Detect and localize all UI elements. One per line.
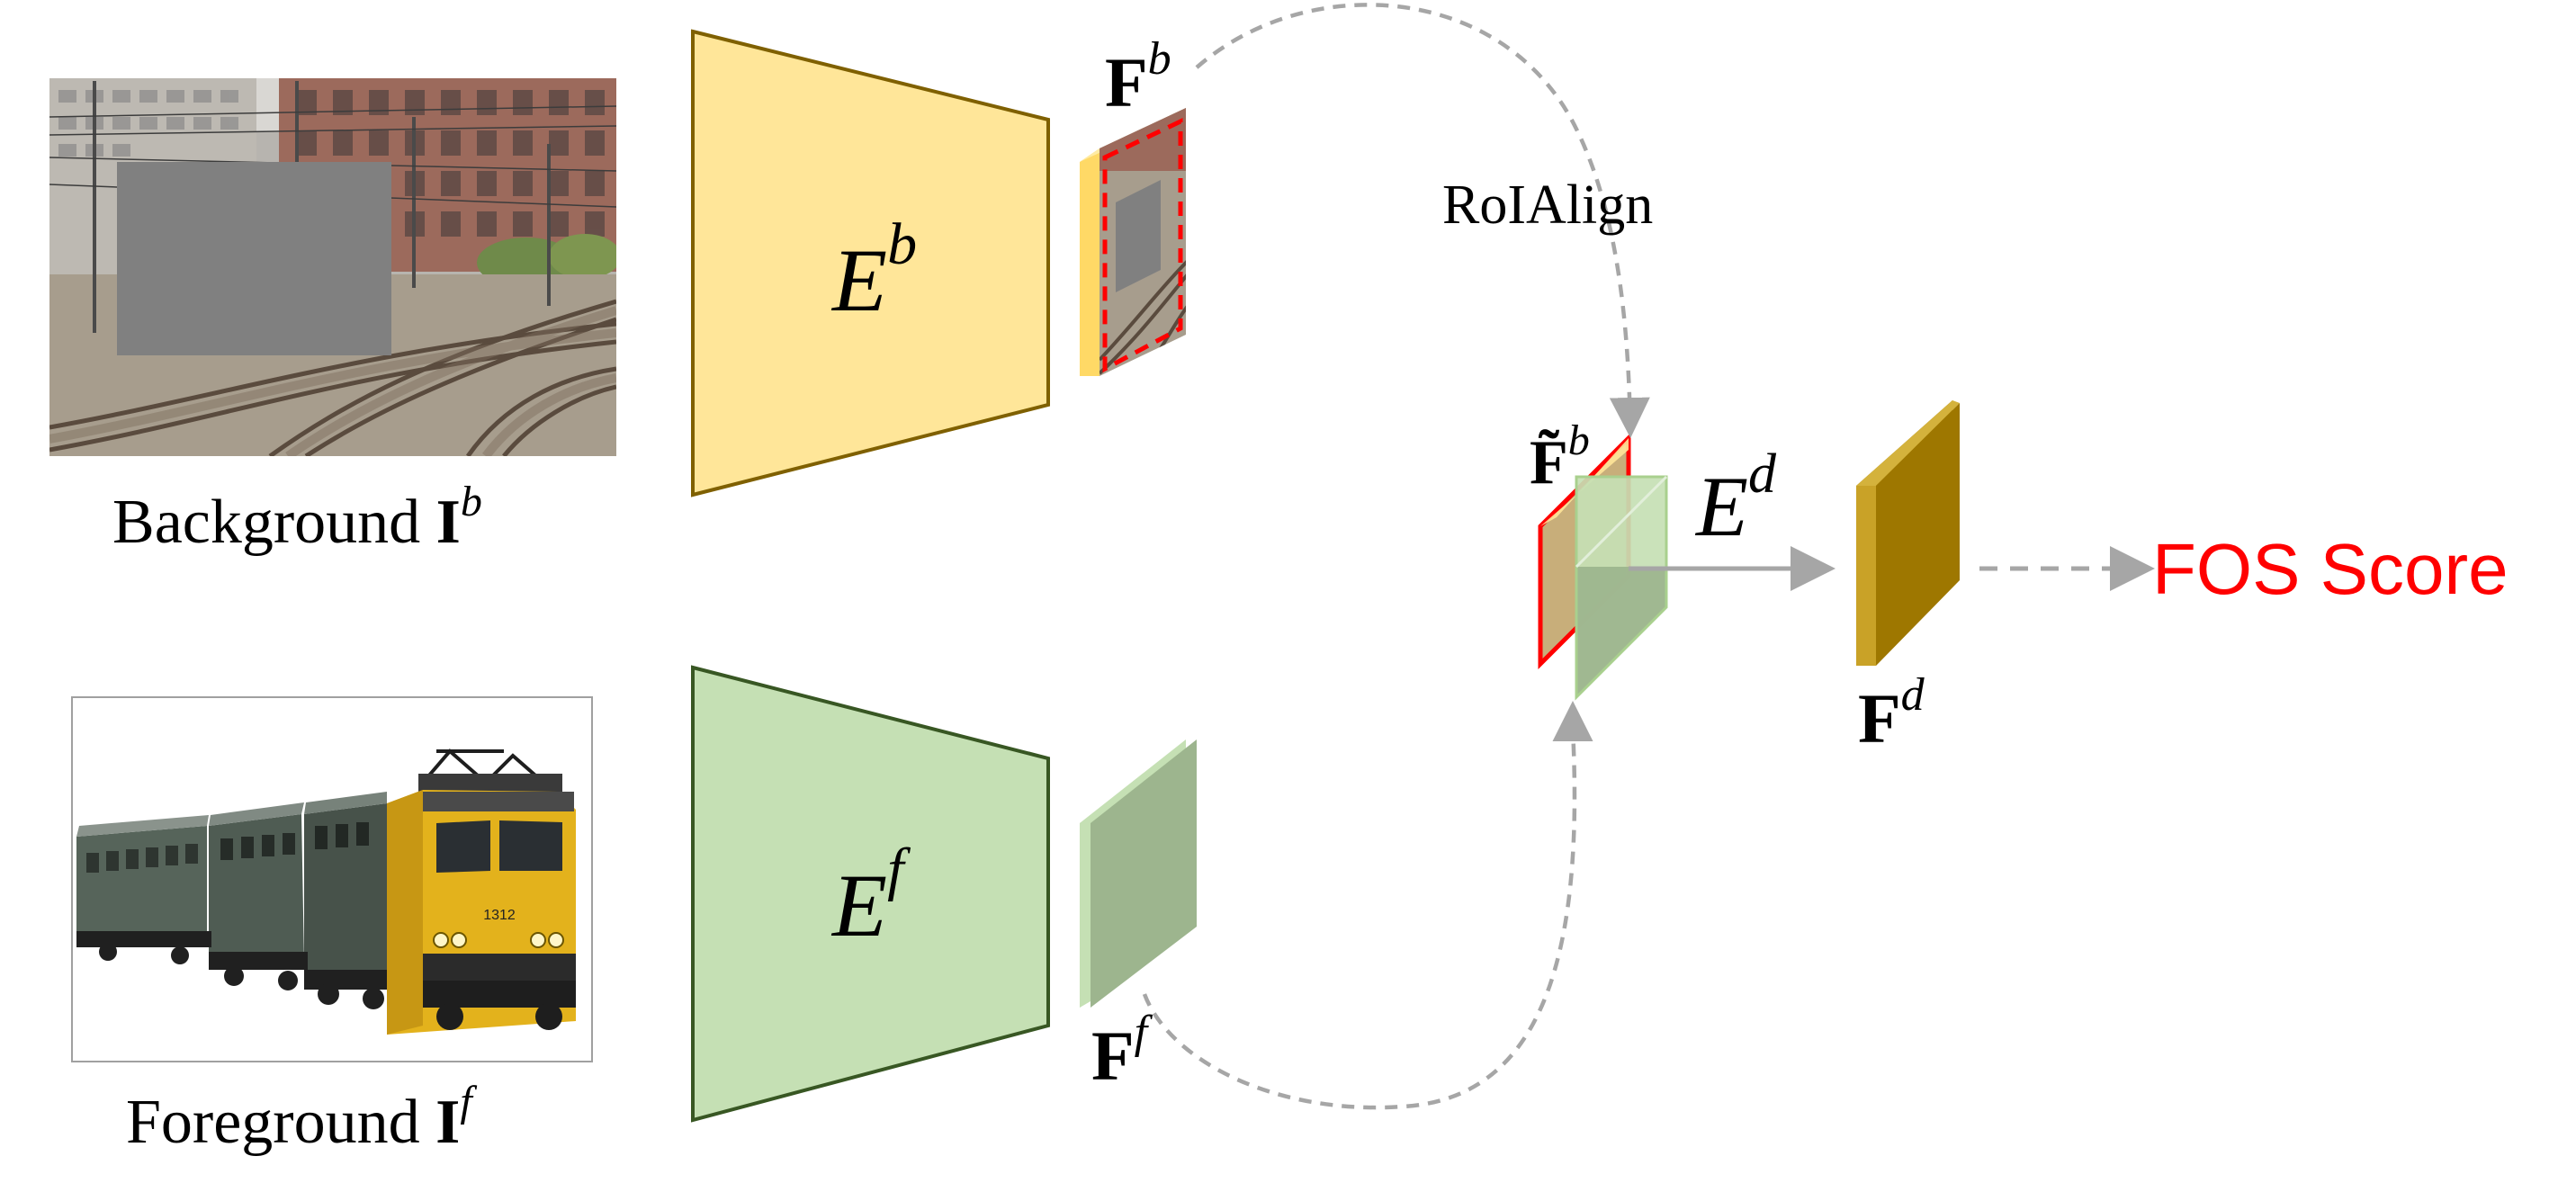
background-mask <box>117 162 391 355</box>
background-encoder-label: Eb <box>830 211 917 330</box>
foreground-feature-label: Ff <box>1091 1007 1153 1095</box>
background-caption: Background Ib <box>112 478 482 557</box>
foreground-feature <box>1080 739 1197 1008</box>
foreground-feature-arrow <box>1142 701 1593 1110</box>
decoder-feature <box>1856 400 1960 666</box>
background-encoder <box>691 29 1050 497</box>
foreground-image: 1312 <box>71 696 593 1062</box>
locomotive-number: 1312 <box>483 908 516 923</box>
foreground-encoder <box>691 665 1050 1123</box>
roialign-label: RoIAlign <box>1442 175 1653 236</box>
roi-foreground-feature <box>1575 475 1668 701</box>
fos-score-label: FOS Score <box>2152 529 2509 609</box>
foreground-caption: Foreground If <box>126 1078 477 1157</box>
decoder-encoder-label: Ed <box>1694 444 1777 554</box>
background-image <box>49 78 616 456</box>
background-feature-label: Fb <box>1105 33 1171 121</box>
roi-feature-label: F̃b <box>1530 417 1590 497</box>
background-feature <box>1080 108 1186 376</box>
decoder-feature-label: Fd <box>1858 669 1925 757</box>
